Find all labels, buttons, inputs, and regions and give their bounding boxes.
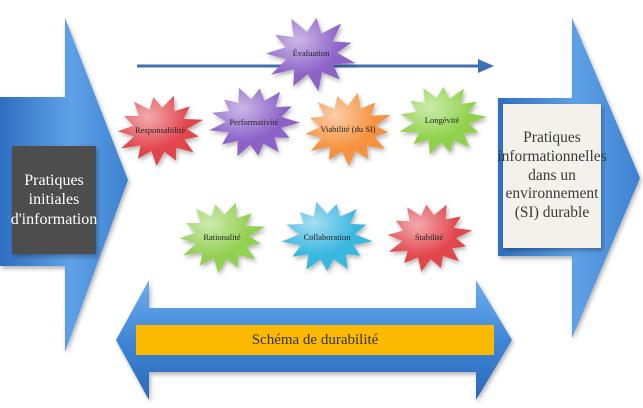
- durability-schema-label: Schéma de durabilité: [251, 331, 379, 348]
- star-longevite-label: Longévité: [425, 115, 460, 125]
- star-stabilite-label: Stabilité: [415, 232, 444, 242]
- star-collaboration-shine: [281, 201, 373, 271]
- star-viabilite-label: Viabilité (du SI): [320, 124, 375, 134]
- durable-practices-label: Pratiques informationnelles dans un envi…: [497, 128, 607, 222]
- star-stabilite-shine: [387, 204, 473, 272]
- star-rationalite: Rationalité: [179, 202, 266, 273]
- star-evaluation-label: Évaluation: [293, 48, 331, 58]
- star-longevite-shine: [399, 86, 487, 155]
- star-longevite: Longévité: [399, 86, 487, 155]
- star-viabilite: Viabilité (du SI): [305, 92, 391, 166]
- star-evaluation: Évaluation: [265, 17, 356, 92]
- star-responsabilite-shine: [117, 95, 204, 166]
- left-box-background: [12, 146, 96, 254]
- star-viabilite-shine: [305, 92, 391, 166]
- star-collaboration-label: Collaboration: [304, 232, 351, 242]
- star-collaboration: Collaboration: [281, 201, 373, 271]
- star-performativite: Performativité: [209, 87, 300, 157]
- star-responsabilite: Responsabilité: [117, 95, 204, 166]
- right-box-background: [503, 104, 601, 248]
- star-responsabilite-label: Responsabilité: [135, 125, 185, 135]
- star-rationalite-label: Rationalité: [203, 232, 241, 242]
- top-connector-arrowhead: [478, 59, 494, 73]
- bottom-bar-background: [136, 325, 494, 355]
- initial-practices-label: Pratiques initiales d'information: [10, 171, 98, 228]
- star-rationalite-shine: [179, 202, 266, 273]
- star-evaluation-shine: [265, 17, 356, 92]
- star-performativite-label: Performativité: [229, 117, 278, 127]
- star-stabilite: Stabilité: [387, 204, 473, 272]
- star-performativite-shine: [209, 87, 300, 157]
